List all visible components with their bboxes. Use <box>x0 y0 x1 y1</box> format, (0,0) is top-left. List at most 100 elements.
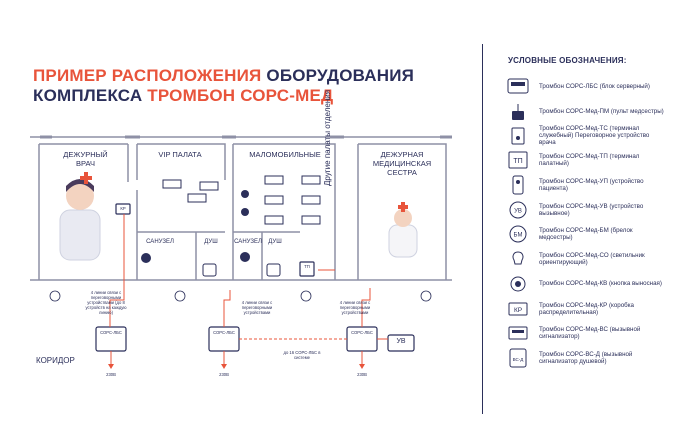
power-label: 230В <box>357 372 367 377</box>
orienting-lamp-icon <box>300 290 312 302</box>
mobility-room-wall <box>232 143 336 280</box>
bed <box>301 175 321 185</box>
mobility-beds <box>264 175 321 225</box>
call-devices <box>141 190 250 263</box>
bed <box>301 215 321 225</box>
svg-text:ВС-Д: ВС-Д <box>513 357 524 362</box>
legend-text: Тромбон СОРС-Мед-БМ (брелок медсестры) <box>539 227 633 242</box>
nurse-room-wall <box>357 143 447 280</box>
call-device-icon: УВ <box>505 200 531 220</box>
nurse-fob-icon: БМ <box>505 224 531 244</box>
ward-terminal-label: ТП <box>304 264 310 269</box>
junction-box-label: КР <box>120 206 126 211</box>
duty-terminal-icon <box>505 126 531 146</box>
title-dark-1: ОБОРУДОВАНИЯ <box>266 66 415 85</box>
svg-text:УВ: УВ <box>514 208 522 214</box>
call-device-icon <box>241 208 249 216</box>
legend-text: Тромбон СОРС-Мед-ВС (вызывной сигнализат… <box>539 326 641 341</box>
bed <box>187 193 207 203</box>
bed <box>264 175 284 185</box>
nurse-figure <box>388 202 418 258</box>
server-block-label: СОРС-ЛБС <box>100 330 122 335</box>
legend: Тромбон СОРС-ЛБС (блок серверный) Тромбо… <box>505 74 665 370</box>
legend-text: Тромбон СОРС-Мед-ТП (терминал палатный) <box>539 153 640 168</box>
orienting-lamps <box>49 290 432 302</box>
orienting-lamp-icon <box>420 290 432 302</box>
bed <box>264 215 284 225</box>
vip-beds <box>162 179 219 203</box>
patient-device-icon <box>505 175 531 195</box>
medical-cross <box>398 202 408 212</box>
power-label: 230В <box>219 372 229 377</box>
shower-signaller-icon <box>202 263 217 277</box>
vip-room-wall <box>136 143 226 280</box>
legend-text: Тромбон СОРС-Мед-УП (устройство пациента… <box>539 178 644 193</box>
legend-text: Тромбон СОРС-Мед-КР (коробка распределит… <box>539 301 634 316</box>
call-device-icon <box>141 253 151 263</box>
legend-item: КР Тромбон СОРС-Мед-КР (коробка распреде… <box>505 296 665 321</box>
legend-title: УСЛОВНЫЕ ОБОЗНАЧЕНИЯ: <box>508 56 627 65</box>
orienting-lamp-icon <box>49 290 61 302</box>
legend-text: Тромбон СОРС-Мед-ТС (терминал служебный)… <box>539 125 650 147</box>
ward-terminal-tp <box>299 261 315 277</box>
legend-text: Тромбон СОРС-Мед-УВ (устройство вызывное… <box>539 202 644 217</box>
medical-cross <box>80 172 92 184</box>
room-label-mobility: МАЛОМОБИЛЬНЫЕ <box>249 150 321 159</box>
network-note: до 16 СОРС-ЛБС в системе <box>283 350 321 360</box>
doctor-coat <box>59 209 101 261</box>
bed <box>264 195 284 205</box>
call-device-icon <box>241 190 249 198</box>
remote-button-icon <box>505 274 531 294</box>
wire-arrows <box>108 364 365 369</box>
junction-box-kr <box>115 203 131 215</box>
title-dark-2: КОМПЛЕКСА <box>33 86 143 105</box>
legend-item: УВ Тромбон СОРС-Мед-УВ (устройство вызыв… <box>505 197 665 222</box>
room-label-nurse: ДЕЖУРНАЯ МЕДИЦИНСКАЯ СЕСТРА <box>372 150 432 177</box>
room-label-bath2: САНУЗЕЛ <box>234 239 262 245</box>
legend-item: БМ Тромбон СОРС-Мед-БМ (брелок медсестры… <box>505 222 665 247</box>
other-wards-label: Другие палаты отделения <box>323 89 332 186</box>
bed <box>199 181 219 191</box>
shower-signaller-icon <box>266 263 281 277</box>
room-label-shower2: ДУШ <box>268 239 282 245</box>
line-note: 4 линии связи с переговорными устройства… <box>85 290 127 315</box>
bed <box>162 179 182 189</box>
room-label-vip: VIP ПАЛАТА <box>158 150 202 159</box>
svg-text:КР: КР <box>514 307 522 314</box>
orienting-lamp-icon <box>174 290 186 302</box>
power-label: 230В <box>106 372 116 377</box>
legend-item: Тромбон СОРС-ЛБС (блок серверный) <box>505 74 665 99</box>
corridor-label: КОРИДОР <box>36 356 75 365</box>
wires <box>109 214 388 364</box>
call-device-label: УВ <box>396 338 406 345</box>
legend-separator <box>482 44 483 414</box>
legend-item: Тромбон СОРС-Мед-ТС (терминал служебный)… <box>505 123 665 148</box>
call-device-uv <box>387 334 415 352</box>
nurse-dress <box>388 224 418 258</box>
svg-text:ТП: ТП <box>513 158 522 165</box>
bed <box>301 195 321 205</box>
room-label-bath1: САНУЗЕЛ <box>146 239 174 245</box>
svg-text:БМ: БМ <box>514 233 523 239</box>
legend-item: Тромбон СОРС-Мед-СО (светильник ориентир… <box>505 247 665 272</box>
title-accent-1: ПРИМЕР РАСПОЛОЖЕНИЯ <box>33 66 262 85</box>
legend-text: Тромбон СОРС-Мед-СО (светильник ориентир… <box>539 252 645 267</box>
room-label-doctor: ДЕЖУРНЫЙ ВРАЧ <box>63 150 108 168</box>
legend-text: Тромбон СОРС-ВС-Д (вызывной сигнализатор… <box>539 350 633 365</box>
walls <box>30 136 452 281</box>
ward-terminal-icon: ТП <box>505 150 531 170</box>
line-note: 4 линии связи с переговорными устройства… <box>241 300 273 315</box>
server-block-label: СОРС-ЛБС <box>213 330 235 335</box>
room-label-shower1: ДУШ <box>204 239 218 245</box>
nurse-head <box>394 209 412 227</box>
floor-plan <box>30 135 452 369</box>
doctor-room-wall <box>38 143 129 280</box>
server-block-icon <box>505 76 531 96</box>
call-device-icon <box>240 252 250 262</box>
shower-signallers <box>202 263 281 277</box>
orienting-lamp-icon <box>505 249 531 269</box>
legend-item: ВС-Д Тромбон СОРС-ВС-Д (вызывной сигнали… <box>505 346 665 371</box>
shower-signaller-icon: ВС-Д <box>505 348 531 368</box>
page-title: ПРИМЕР РАСПОЛОЖЕНИЯ ОБОРУДОВАНИЯ КОМПЛЕК… <box>33 66 414 106</box>
call-signaller-icon <box>505 323 531 343</box>
